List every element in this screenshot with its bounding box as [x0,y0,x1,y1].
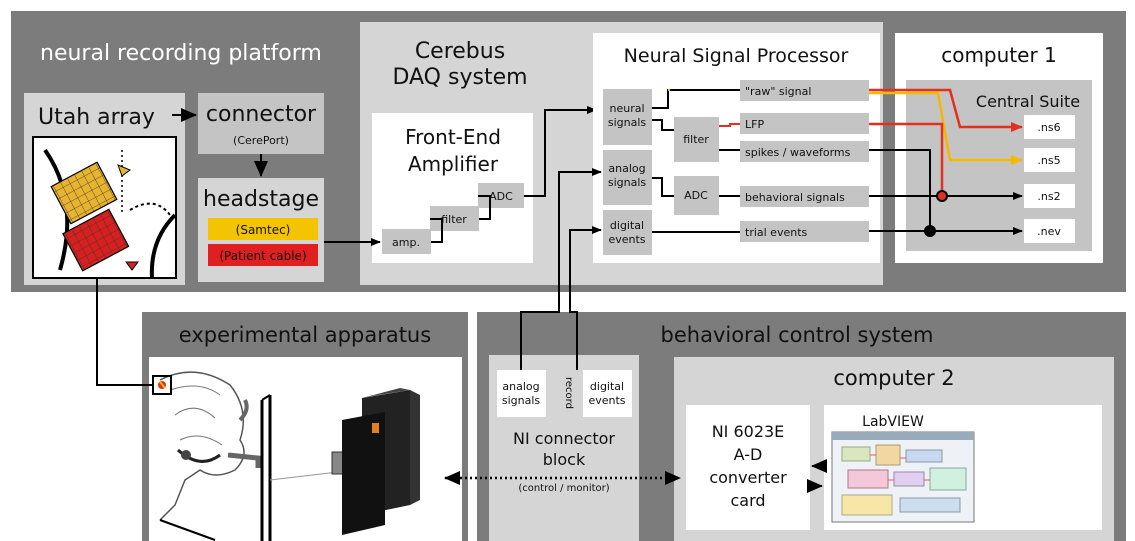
ni-block-label-2: block [543,450,586,469]
wire-filter-to-lfp [719,123,740,127]
nsp-adc-box [674,176,719,215]
ni-card-label-1: NI 6023E [712,422,785,441]
analog-signals-box [603,150,652,205]
neural-platform-title: neural recording platform [40,41,322,66]
neural-signals-label-1: neural [609,102,644,115]
labview-label: LabVIEW [862,414,924,430]
digital-events-label-1: digital [610,219,644,232]
fea-filter-label: filter [441,213,467,226]
connector-box [198,93,324,154]
analog-signals-label-2: signals [608,176,647,189]
trial-events-label: trial events [745,226,808,239]
digital-events-label-2: events [608,233,645,246]
nsp-adc-label: ADC [684,189,708,202]
connector-label: connector [206,102,317,127]
fea-title-1: Front-End [405,125,501,149]
headstage-label: headstage [203,187,319,212]
computer1-title: computer 1 [941,43,1057,67]
samtec-label: (Samtec) [236,223,291,237]
nsp-filter-box [674,117,719,162]
nev-box [1024,219,1075,243]
computer2-title: computer 2 [833,366,954,390]
wire-filter-to-adc [478,195,491,220]
wire-ni-analog-to-nsp [520,168,602,370]
lfp-label: LFP [745,118,764,131]
behavioral-signals-box [740,186,869,207]
ni-digital-label-1: digital [590,380,624,393]
utah-array-label: Utah array [38,105,155,130]
wire-raw-to-ns5 [869,91,1023,165]
ni-analog-label-1: analog [502,380,539,393]
experimental-title: experimental apparatus [179,323,431,347]
spikes-label: spikes / waveforms [745,146,851,159]
neural-signals-label-2: signals [608,116,647,129]
ni-analog-box [497,370,546,417]
behavioral-title: behavioral control system [661,323,934,347]
ns5-label: .ns5 [1037,154,1060,167]
digital-events-box [603,210,652,255]
ni-digital-label-2: events [588,394,625,407]
junction-nev [924,225,936,237]
patient-cable-label: (Patient cable) [219,249,306,263]
ns2-box [1024,184,1075,208]
cerebus-title-2: DAQ system [392,65,527,90]
raw-signal-label: "raw" signal [745,85,811,98]
wire-neural-to-filter [652,119,674,131]
nsp-filter-label: filter [683,133,709,146]
cerebus-title-1: Cerebus [415,39,505,64]
lfp-box [740,113,869,134]
amp-box [382,229,431,254]
connector-sub-label: (CerePort) [233,134,289,147]
nev-label: .nev [1037,225,1061,238]
monkey-apparatus-illustration [152,371,420,541]
behavioral-signals-label: behavioral signals [745,191,845,204]
ni-card-box [686,405,810,530]
amp-label: amp. [392,236,420,249]
ns5-box [1024,148,1075,172]
utah-array-illustration [43,148,177,279]
ns6-label: .ns6 [1037,121,1060,134]
patient-cable-box [208,244,318,266]
wire-ni-digital-to-nsp [569,226,602,370]
ni-card-label-3: converter [709,468,787,487]
ni-record-label: record [563,377,574,409]
wire-spikes-to-nev [869,149,931,231]
ni-card-label-2: A-D [734,445,763,464]
spikes-box [740,141,869,162]
wire-analog-to-adc [652,177,674,197]
ni-analog-label-2: signals [502,394,541,407]
ni-digital-box [583,370,632,417]
central-suite-label: Central Suite [976,92,1080,111]
junction-ns2 [936,190,948,202]
fea-title-2: Amplifier [408,152,499,176]
wire-lfp-to-ns2 [869,122,944,196]
trial-events-box [740,221,869,242]
neural-signals-box [603,89,652,145]
wire-neural-to-raw [652,89,740,109]
arrow-adc-to-nsp [524,106,597,197]
ns2-label: .ns2 [1037,190,1060,203]
wire-raw-to-ns6 [869,88,1023,132]
labview-screenshot [831,431,975,523]
ni-block-label-1: NI connector [513,429,615,448]
fea-adc-label: ADC [489,190,513,203]
raw-signal-box [740,80,869,101]
wire-amp-to-filter [430,218,443,243]
nsp-title: Neural Signal Processor [624,45,849,67]
ns6-box [1024,115,1075,139]
ni-card-label-4: card [730,491,765,510]
ni-control-label: (control / monitor) [518,483,609,494]
analog-signals-label-1: analog [608,162,645,175]
samtec-box [208,218,318,240]
wire-utah-to-apparatus [96,278,153,386]
